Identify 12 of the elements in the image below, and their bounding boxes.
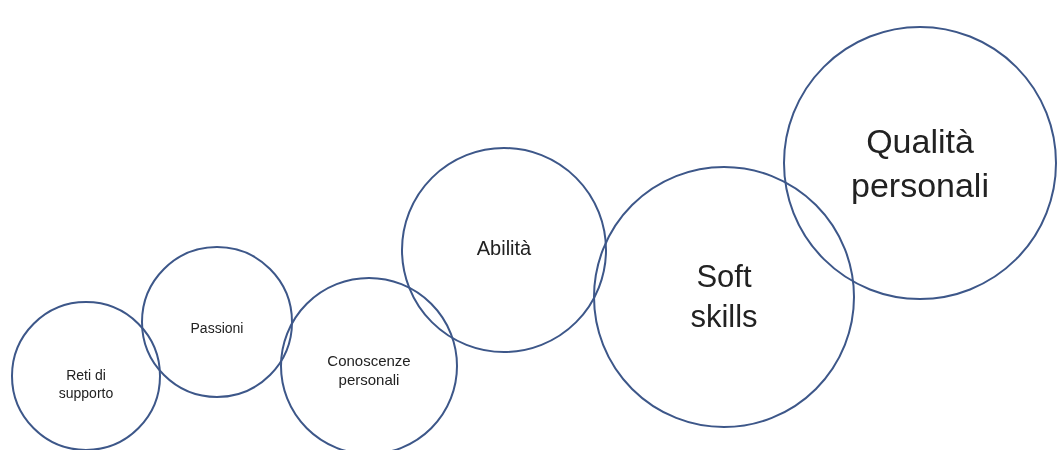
- circle: [401, 147, 607, 353]
- circle: [783, 26, 1057, 300]
- circle-label: Soft skills: [689, 257, 759, 336]
- circle-label: Reti di supporto: [57, 365, 115, 403]
- circle: [11, 301, 161, 450]
- circle-label: Passioni: [189, 318, 245, 338]
- circle-label: Abilità: [475, 236, 533, 261]
- circle: [280, 277, 458, 450]
- circle: [141, 246, 293, 398]
- circle: [593, 166, 855, 428]
- circle-label: Conoscenze personali: [326, 350, 412, 390]
- circle-label: Qualità personali: [850, 120, 990, 206]
